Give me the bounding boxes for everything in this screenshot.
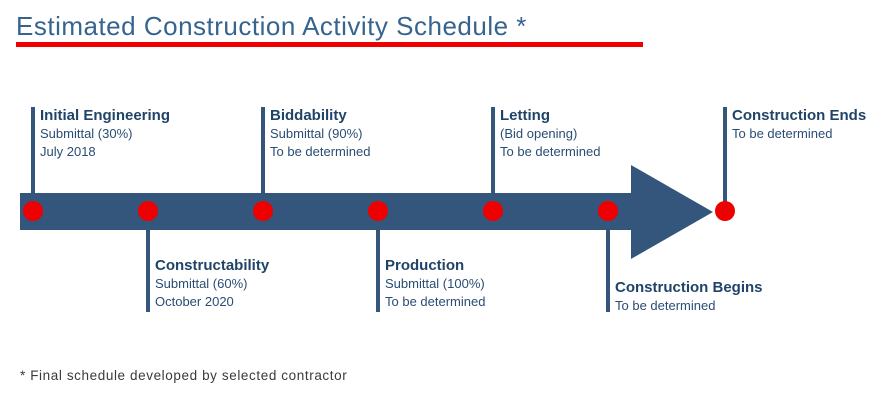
milestone-detail-line: To be determined	[270, 144, 371, 159]
milestone-detail-line: To be determined	[500, 144, 601, 159]
milestone-connector	[31, 107, 35, 193]
milestone-detail-line: To be determined	[732, 126, 833, 141]
footnote: * Final schedule developed by selected c…	[20, 368, 348, 383]
milestone-detail-line: Submittal (100%)	[385, 276, 485, 291]
milestone-dot	[253, 201, 273, 221]
milestone-dot	[483, 201, 503, 221]
milestone-connector	[376, 230, 380, 312]
milestone-connector	[261, 107, 265, 193]
milestone-connector	[491, 107, 495, 193]
milestone-detail-line: (Bid opening)	[500, 126, 578, 141]
milestone-detail-line: Submittal (90%)	[270, 126, 363, 141]
milestone-detail-line: July 2018	[40, 144, 96, 159]
milestone-title: Construction Begins	[615, 279, 763, 296]
milestone-dot	[138, 201, 158, 221]
milestone-title: Biddability	[270, 107, 347, 124]
title-underline	[16, 42, 643, 47]
milestone-detail-line: To be determined	[385, 294, 486, 309]
milestone-label: Construction Ends To be determined	[732, 106, 866, 143]
milestone-detail-line: October 2020	[155, 294, 234, 309]
milestone-detail-line: Submittal (30%)	[40, 126, 133, 141]
milestone-dot	[598, 201, 618, 221]
milestone-label: Letting (Bid opening) To be determined	[500, 106, 600, 161]
milestone-label: Construction Begins To be determined	[615, 278, 763, 315]
milestone-connector	[723, 107, 727, 202]
milestone-title: Production	[385, 257, 465, 274]
page-title: Estimated Construction Activity Schedule…	[16, 11, 527, 41]
milestone-connector	[606, 230, 610, 312]
milestone-dot	[23, 201, 43, 221]
milestone-title: Initial Engineering	[40, 107, 171, 124]
milestone-title: Constructability	[155, 257, 270, 274]
timeline-arrowhead-icon	[631, 165, 713, 259]
milestone-dot	[368, 201, 388, 221]
milestone-detail-line: Submittal (60%)	[155, 276, 248, 291]
milestone-title: Construction Ends	[732, 107, 867, 124]
milestone-dot	[715, 201, 735, 221]
milestone-detail-line: To be determined	[615, 298, 716, 313]
milestone-connector	[146, 230, 150, 312]
timeline-bar	[20, 193, 632, 230]
milestone-title: Letting	[500, 107, 550, 124]
